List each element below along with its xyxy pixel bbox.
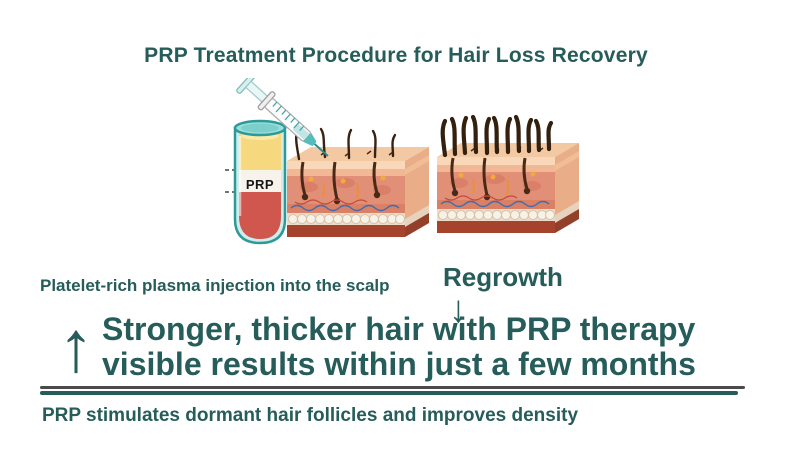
headline-lines: Stronger, thicker hair with PRP therapy … [102,312,696,382]
skin-before-icon [285,145,431,239]
bottom-note: PRP stimulates dormant hair follicles an… [42,405,579,426]
syringe-icon [236,78,329,157]
test-tube-icon: PRP [233,119,287,245]
regrowth-label: Regrowth [443,262,563,292]
headline-line2: visible results within just a few months [102,346,696,382]
prp-illustration: PRP [225,78,581,245]
skin-after-icon [435,141,581,235]
headline-block: ↑ Stronger, thicker hair with PRP therap… [58,307,696,387]
dense-hair-icon [440,114,554,158]
page-title: PRP Treatment Procedure for Hair Loss Re… [144,44,648,67]
divider-grey [40,386,745,389]
down-arrow-icon: ↓ [449,289,468,331]
headline-line1: Stronger, thicker hair with PRP therapy [102,311,696,347]
up-arrow-icon: ↑ [58,307,94,387]
tube-label: PRP [246,177,274,192]
divider-teal [40,391,738,395]
caption-line: Platelet-rich plasma injection into the … [40,276,390,295]
